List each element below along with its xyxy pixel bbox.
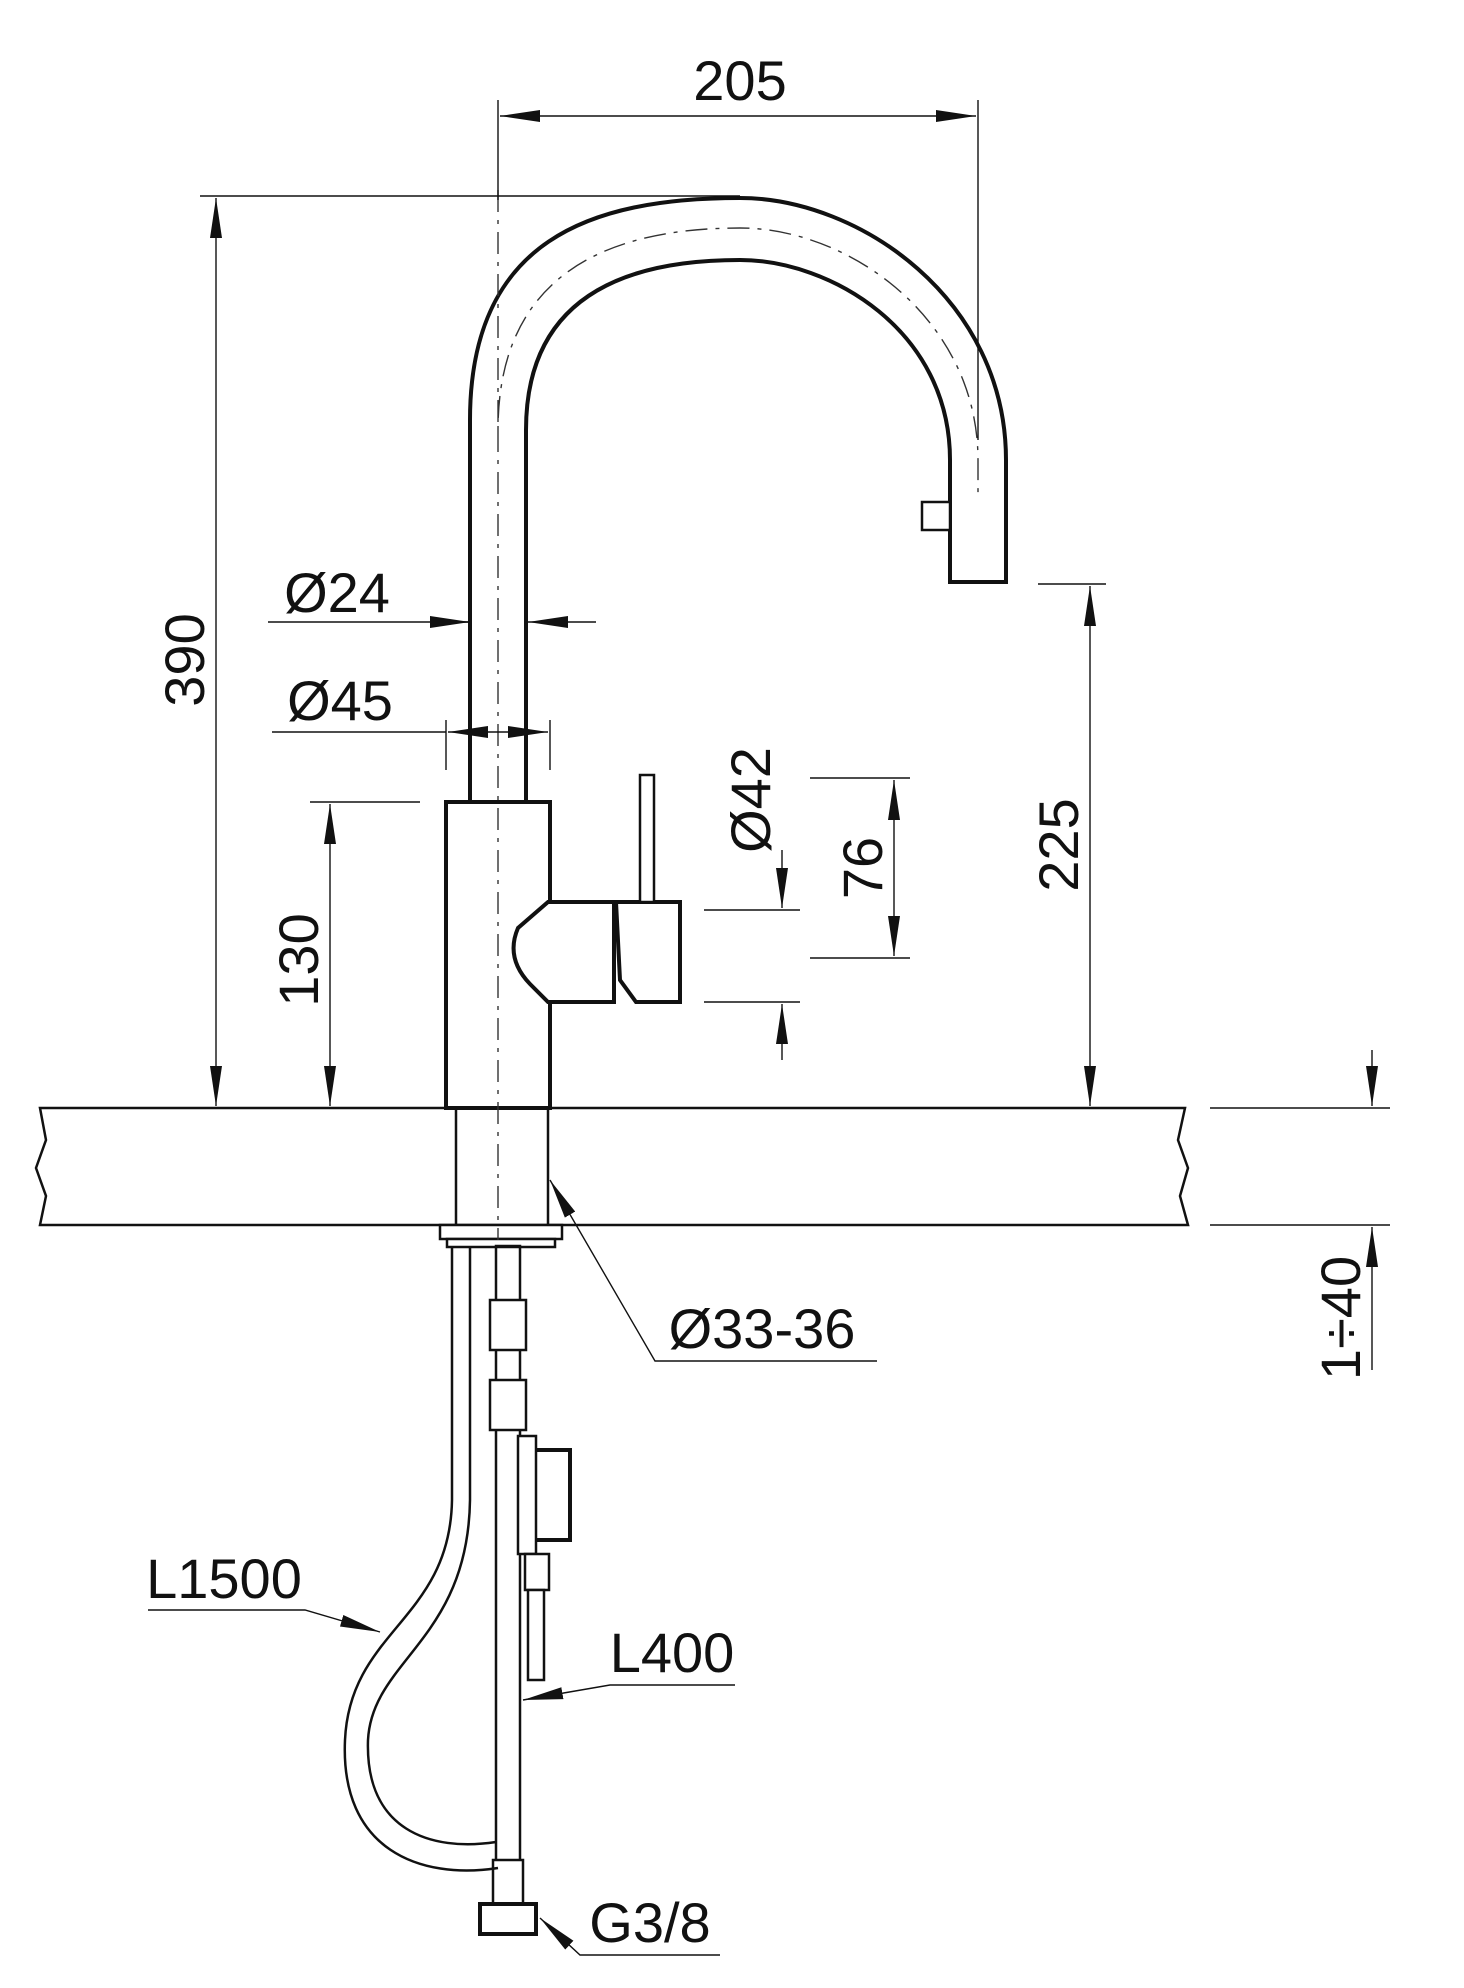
pullout-hose-outer — [343, 1246, 499, 1872]
hoses — [343, 1244, 572, 1936]
label-d42: Ø42 — [719, 747, 782, 853]
label-390: 390 — [153, 613, 216, 706]
label-d33-36: Ø33-36 — [669, 1297, 856, 1360]
label-l400: L400 — [610, 1621, 735, 1684]
label-1-40: 1÷40 — [1309, 1256, 1372, 1380]
connector-g38 — [478, 1902, 538, 1936]
label-76: 76 — [831, 837, 894, 899]
label-l1500: L1500 — [146, 1547, 302, 1610]
faucet — [438, 190, 1008, 1249]
label-130: 130 — [267, 913, 330, 1006]
pullout-hose-inner — [366, 1246, 497, 1846]
countertop-section — [34, 1106, 1190, 1227]
spray-button — [920, 500, 952, 532]
leader-d33-36 — [549, 1179, 877, 1362]
faucet-centerline — [497, 190, 979, 500]
lever-stem — [638, 773, 656, 904]
label-g38: G3/8 — [589, 1891, 710, 1954]
lever-handle — [613, 900, 682, 1004]
leader-l1500 — [148, 1609, 381, 1633]
label-225: 225 — [1027, 798, 1090, 891]
leader-g38 — [539, 1917, 720, 1956]
spout-outer — [468, 195, 1008, 802]
mounting-nut — [438, 1223, 564, 1241]
label-205: 205 — [693, 49, 786, 112]
leader-l400 — [522, 1684, 735, 1701]
spout-inner — [524, 257, 952, 802]
label-d45: Ø45 — [287, 669, 393, 732]
lever-cartridge — [511, 900, 616, 1004]
label-d24: Ø24 — [284, 561, 390, 624]
dimension-lines — [148, 100, 1390, 1956]
mounting-shank — [454, 1106, 550, 1227]
countertop — [34, 1106, 1190, 1227]
dimension-labels: 205 390 Ø24 Ø45 130 Ø42 76 225 1÷40 Ø33-… — [146, 49, 1372, 1954]
